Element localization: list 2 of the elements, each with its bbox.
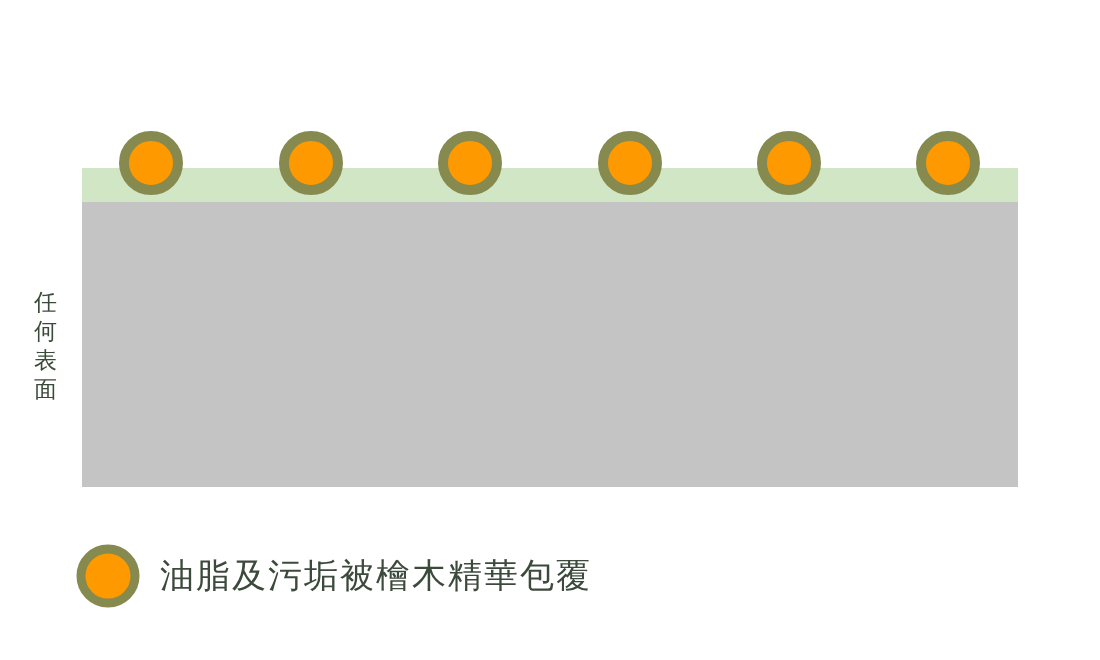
surface-label: 任何表面 — [34, 288, 58, 404]
legend-text: 油脂及污垢被檜木精華包覆 — [160, 554, 592, 597]
